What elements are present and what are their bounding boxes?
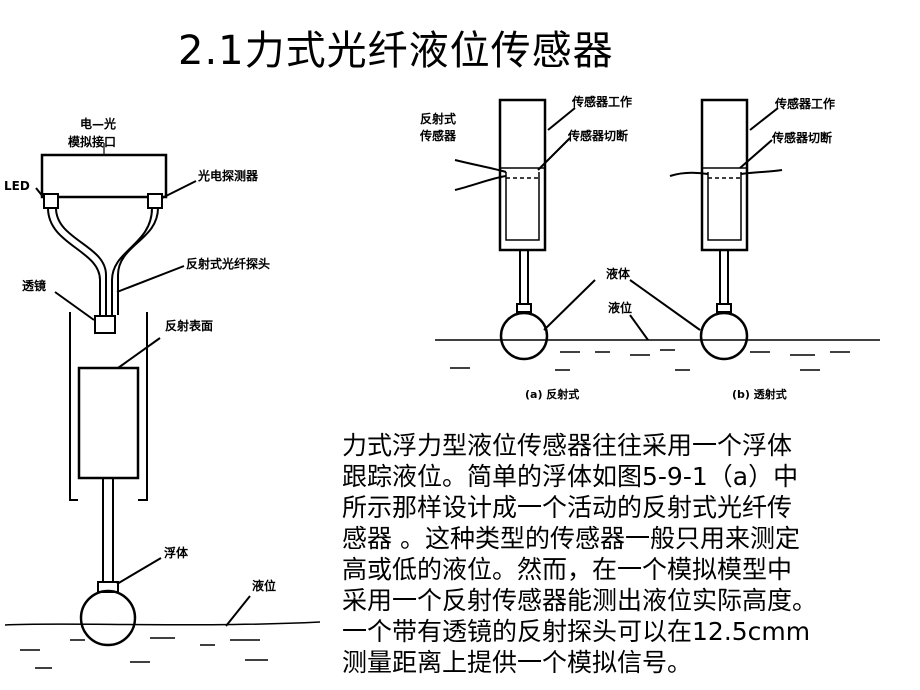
optoelectronic-interface-box bbox=[40, 153, 168, 199]
fiber-left bbox=[47, 207, 107, 315]
left-float-sensor-diagram: 电—光 模拟接口 LED 光电探测器 反射式光纤探头 透镜 反射表面 浮体 液位 bbox=[4, 116, 321, 669]
lens-label: 透镜 bbox=[22, 278, 46, 293]
reflective-body bbox=[77, 366, 140, 480]
housing-a bbox=[498, 98, 547, 252]
tube-left-wall bbox=[69, 312, 78, 501]
liquid-dashes bbox=[20, 637, 268, 669]
liquid-surface-line bbox=[4, 621, 321, 626]
page-title: 2.1力式光纤液位传感器 bbox=[178, 28, 614, 74]
description-line: 测量距离上提供一个模拟信号。 bbox=[342, 648, 693, 677]
led-block bbox=[43, 193, 59, 209]
float-ball bbox=[79, 589, 137, 647]
tube-right-wall bbox=[138, 312, 148, 501]
interface-label-line1: 电—光 bbox=[80, 116, 116, 131]
fiber-b-right bbox=[740, 169, 783, 175]
reflective-sensor-label-line2: 传感器 bbox=[420, 128, 457, 143]
fiber-right bbox=[111, 207, 159, 315]
fiber-a bbox=[454, 159, 507, 191]
caption-a: (a) 反射式 bbox=[525, 387, 579, 401]
float-rod bbox=[102, 478, 114, 582]
liquid-label: 液体 bbox=[606, 266, 631, 281]
interface-label-line2: 模拟接口 bbox=[68, 134, 116, 149]
reflect-surface-label: 反射表面 bbox=[165, 318, 213, 333]
description-line: 一个带有透镜的反射探头可以在12.5cmm bbox=[342, 617, 811, 646]
description-line: 所示那样设计成一个活动的反射式光纤传 bbox=[342, 493, 793, 522]
housing-b bbox=[700, 98, 749, 252]
level-label-right: 液位 bbox=[608, 300, 632, 315]
description-line: 跟踪液位。简单的浮体如图5-9-1（a）中 bbox=[342, 462, 799, 491]
detector-label: 光电探测器 bbox=[197, 168, 259, 183]
sensor-working-label-a: 传感器工作 bbox=[571, 94, 632, 109]
caption-b: (b) 透射式 bbox=[732, 387, 787, 401]
sensor-working-label-b: 传感器工作 bbox=[774, 96, 835, 111]
float-ball-a bbox=[499, 311, 549, 361]
float-ball-b bbox=[699, 311, 749, 361]
sensor-cutoff-label-a: 传感器切断 bbox=[567, 128, 628, 143]
sensor-cutoff-label-b: 传感器切断 bbox=[771, 130, 832, 145]
led-label: LED bbox=[4, 179, 30, 193]
detector-block bbox=[147, 193, 163, 209]
lens bbox=[94, 315, 116, 334]
description-line: 力式浮力型液位传感器往往采用一个浮体 bbox=[342, 431, 793, 460]
description-paragraph: 力式浮力型液位传感器往往采用一个浮体 跟踪液位。简单的浮体如图5-9-1（a）中… bbox=[342, 430, 912, 678]
float-label: 浮体 bbox=[164, 545, 189, 560]
reflective-sensor-label-line1: 反射式 bbox=[420, 111, 456, 126]
right-sensor-diagrams: 反射式 传感器 传感器工作 传感器切断 传感器工作 传感器切断 液体 液位 (a… bbox=[420, 94, 880, 401]
probe-label: 反射式光纤探头 bbox=[186, 256, 270, 271]
fiber-b-left bbox=[669, 171, 709, 177]
description-line: 采用一个反射传感器能测出液位实际高度。 bbox=[342, 586, 818, 615]
level-label: 液位 bbox=[252, 578, 276, 593]
description-line: 感器 。这种类型的传感器一般只用来测定 bbox=[342, 524, 800, 553]
description-line: 高或低的液位。然而，在一个模拟模型中 bbox=[342, 555, 793, 584]
